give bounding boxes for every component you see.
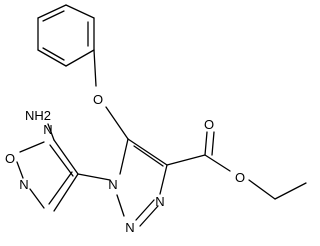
triazole-n1-label: N	[108, 177, 117, 192]
ester-oxygen-label: O	[235, 170, 245, 185]
oxadiazole-oxygen-label: O	[5, 151, 15, 166]
carbonyl-oxygen-label: O	[204, 117, 214, 132]
oxadiazole-n-bottom-label: N	[19, 177, 28, 192]
phenyl-ring	[37, 4, 95, 67]
triazole-ring	[116, 138, 168, 227]
triazole-n2-label: N	[155, 194, 164, 209]
amino-label: NH2	[25, 108, 51, 123]
ether-linker	[93, 49, 129, 140]
triazole-n3-label: N	[125, 220, 134, 235]
oxadiazole-n-top-label: N	[43, 122, 52, 137]
ester-group	[166, 131, 307, 200]
ether-oxygen-label: O	[93, 92, 103, 107]
oxadiazole-ring	[16, 123, 111, 212]
